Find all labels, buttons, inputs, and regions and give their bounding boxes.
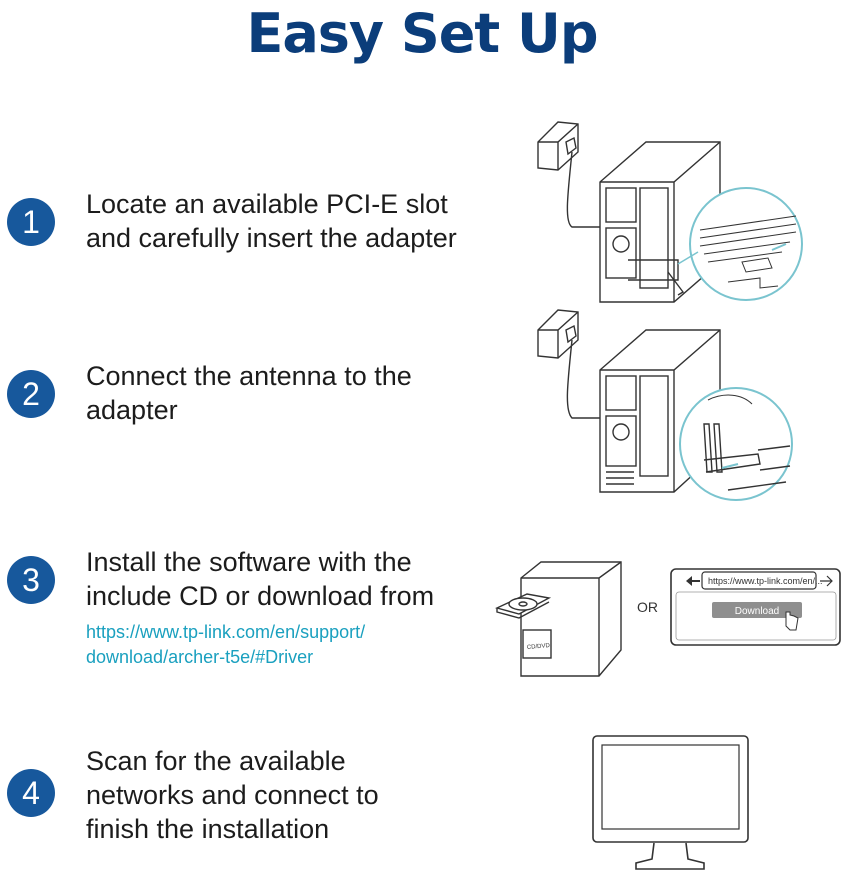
or-label: OR xyxy=(637,599,658,615)
wall-outlet-icon xyxy=(537,121,579,171)
download-button xyxy=(712,602,802,618)
forward-arrow-icon xyxy=(820,575,833,587)
monitor-illustration xyxy=(592,735,749,870)
browser-download-illustration: https://www.tp-link.com/en/... Download xyxy=(670,568,841,646)
step-1-text-line-2: and carefully insert the adapter xyxy=(86,223,457,253)
pcie-slot-icon xyxy=(699,215,797,289)
step-2-text-line-2: adapter xyxy=(86,395,178,425)
step-3-number-badge: 3 xyxy=(7,556,55,604)
step-1-number-badge: 1 xyxy=(7,198,55,246)
insert-adapter-illustration xyxy=(537,121,803,303)
wall-outlet-icon xyxy=(537,309,579,359)
address-bar xyxy=(701,571,817,590)
step-3-text-line-1: Install the software with the xyxy=(86,547,412,577)
cd-disc-icon xyxy=(494,593,552,619)
driver-download-link-line-1[interactable]: https://www.tp-link.com/en/support/ xyxy=(86,622,366,642)
browser-url: https://www.tp-link.com/en/... xyxy=(708,576,823,586)
step-1-text-line-1: Locate an available PCI-E slot xyxy=(86,189,448,219)
zoom-circle xyxy=(689,187,803,301)
hand-cursor-icon xyxy=(785,611,799,631)
step-3-text-line-2: include CD or download from xyxy=(86,581,435,611)
connect-antenna-illustration xyxy=(537,309,793,501)
cd-drive-label: CD/DVD xyxy=(527,643,551,651)
driver-download-link-line-2[interactable]: download/archer-t5e/#Driver xyxy=(86,647,314,667)
step-4-text-line-3: finish the installation xyxy=(86,814,330,844)
step-2-text-line-1: Connect the antenna to the xyxy=(86,361,412,391)
page-title: Easy Set Up xyxy=(246,2,598,65)
download-button-label: Download xyxy=(735,606,779,617)
step-2-number-badge: 2 xyxy=(7,370,55,418)
step-4-text-line-2: networks and connect to xyxy=(86,780,379,810)
step-4-number-badge: 4 xyxy=(7,769,55,817)
back-arrow-icon xyxy=(686,576,692,586)
cd-install-illustration: CD/DVD xyxy=(494,561,622,677)
pc-tower-icon xyxy=(520,561,622,677)
antenna-icon xyxy=(703,423,791,491)
step-4-text-line-1: Scan for the available xyxy=(86,746,346,776)
